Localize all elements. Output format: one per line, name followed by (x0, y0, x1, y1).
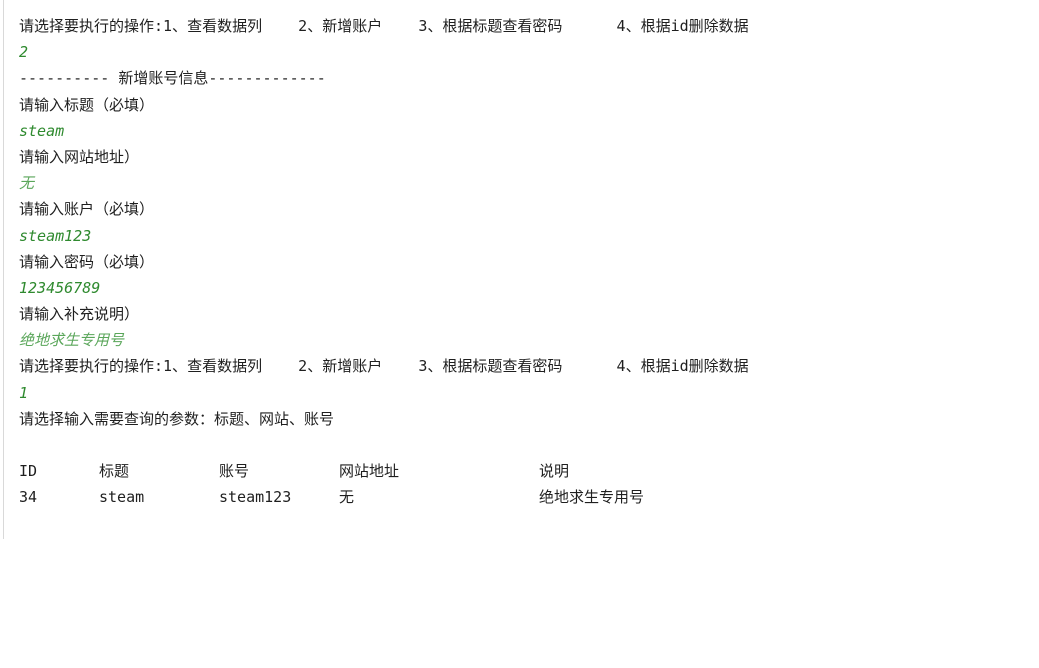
site-prompt: 请输入网站地址） (19, 147, 140, 166)
user-input-title: steam (19, 121, 65, 140)
query-prompt: 请选择输入需要查询的参数：标题、网站、账号 (19, 409, 335, 428)
table-header-row: ID 标题 账号 网站地址 说明 (19, 458, 1029, 484)
user-input-password: 123456789 (19, 278, 101, 297)
cell-title: steam (99, 488, 145, 507)
header-desc: 说明 (539, 462, 570, 481)
header-title: 标题 (99, 462, 130, 481)
password-prompt: 请输入密码（必填） (19, 252, 155, 271)
cell-id: 34 (19, 488, 38, 507)
blank-line (19, 432, 1029, 458)
user-input-choice: 2 (19, 43, 29, 62)
note-prompt: 请输入补充说明） (19, 305, 140, 324)
console-output[interactable]: 请选择要执行的操作:1、查看数据列 2、新增账户 3、根据标题查看密码 4、根据… (19, 13, 1029, 511)
table-row: 34 steam steam123 无 绝地求生专用号 (19, 484, 1029, 510)
title-prompt: 请输入标题（必填） (19, 95, 155, 114)
user-input-choice-repeat: 1 (19, 383, 29, 402)
cell-desc: 绝地求生专用号 (539, 488, 645, 507)
account-prompt: 请输入账户（必填） (19, 200, 155, 219)
cell-account: steam123 (219, 488, 292, 507)
cell-site: 无 (339, 488, 355, 507)
menu-prompt-repeat: 请选择要执行的操作:1、查看数据列 2、新增账户 3、根据标题查看密码 4、根据… (19, 357, 749, 376)
results-table: ID 标题 账号 网站地址 说明 34 steam steam123 无 绝地求… (19, 458, 1029, 510)
header-site: 网站地址 (339, 462, 400, 481)
user-input-account: steam123 (19, 226, 92, 245)
section-header: ---------- 新增账号信息------------- (19, 69, 326, 88)
editor-gutter-border (3, 0, 4, 539)
menu-prompt: 请选择要执行的操作:1、查看数据列 2、新增账户 3、根据标题查看密码 4、根据… (19, 17, 749, 35)
header-account: 账号 (219, 462, 250, 481)
header-id: ID (19, 462, 38, 481)
user-input-site: 无 (19, 174, 35, 193)
user-input-note: 绝地求生专用号 (19, 331, 125, 350)
